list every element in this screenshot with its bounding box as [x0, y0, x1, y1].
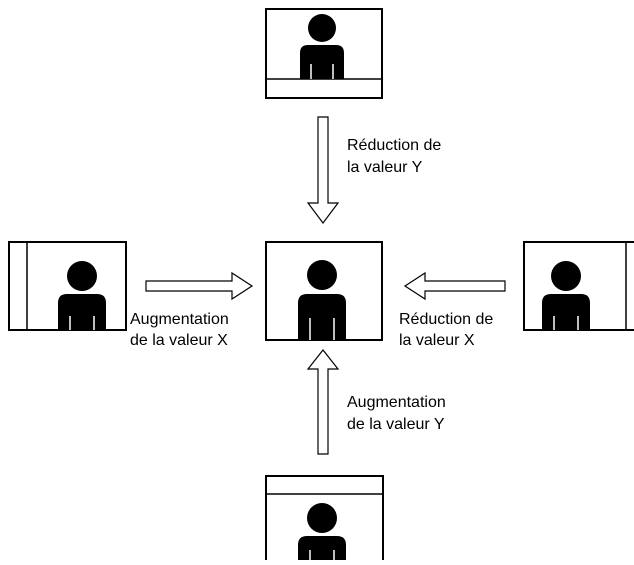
label-bottom-line1: Augmentation — [347, 394, 446, 411]
arrow-up-icon — [306, 349, 340, 455]
frame-bottom — [265, 475, 384, 565]
label-right-line1: Réduction de — [399, 311, 494, 328]
frame-center — [265, 241, 383, 341]
label-top-line1: Réduction de — [347, 137, 442, 154]
arrow-down-icon — [306, 116, 340, 224]
frame-right — [523, 241, 634, 331]
frame-top — [265, 8, 383, 99]
arrow-right-icon — [145, 271, 254, 301]
label-left-line1: Augmentation — [130, 311, 229, 328]
label-top-line2: la valeur Y — [347, 159, 423, 176]
label-left-line2: de la valeur X — [130, 332, 228, 349]
arrow-left-icon — [403, 271, 506, 301]
frame-left — [8, 241, 127, 331]
label-right-line2: la valeur X — [399, 332, 475, 349]
label-bottom-line2: de la valeur Y — [347, 416, 445, 433]
